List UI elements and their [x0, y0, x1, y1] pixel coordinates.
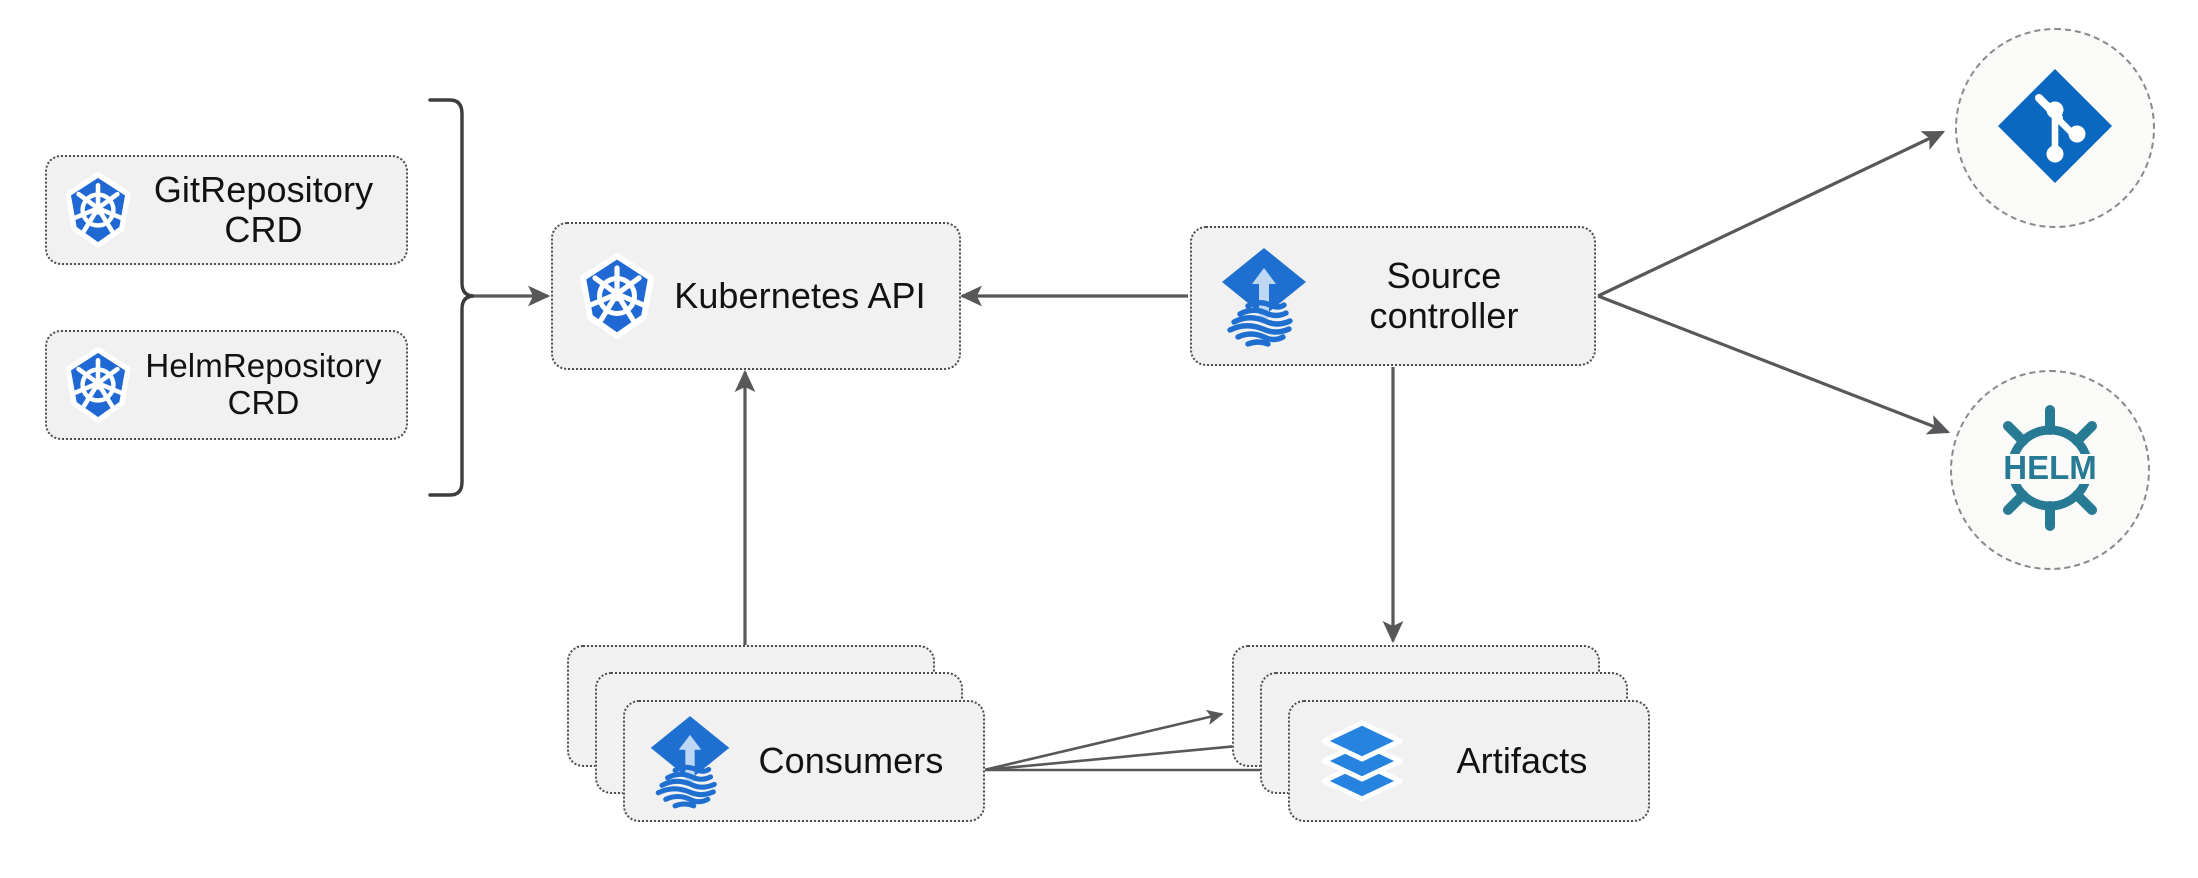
node-helm-source[interactable]: HELM: [1950, 370, 2150, 570]
node-consumers[interactable]: Consumers: [623, 700, 985, 822]
node-git-repository-crd[interactable]: GitRepository CRD: [45, 155, 408, 265]
kubernetes-icon: [61, 346, 135, 424]
node-label: HelmRepository CRD: [145, 347, 382, 421]
helm-wordmark: HELM: [2003, 449, 2097, 486]
node-label: GitRepository CRD: [153, 168, 374, 250]
flux-icon: [647, 710, 733, 812]
node-kubernetes-api[interactable]: Kubernetes API: [551, 222, 961, 370]
crd-group-bracket: [428, 98, 475, 497]
edge-consumers-to-artifacts-1: [983, 709, 1224, 772]
node-label: Consumers: [758, 739, 944, 781]
kubernetes-icon: [575, 252, 659, 340]
node-label: Kubernetes API: [674, 274, 926, 316]
node-label: Artifacts: [1456, 739, 1588, 781]
layers-icon: [1314, 713, 1410, 809]
flux-icon: [1218, 242, 1310, 350]
node-source-controller[interactable]: Source controller: [1190, 226, 1596, 366]
helm-wheel-icon: HELM: [1984, 402, 2116, 539]
edge-source-controller-to-git: [1597, 130, 1946, 298]
node-helm-repository-crd[interactable]: HelmRepository CRD: [45, 330, 408, 440]
kubernetes-icon: [61, 171, 135, 249]
node-label: Source controller: [1369, 254, 1519, 336]
git-icon: [1993, 64, 2117, 193]
node-artifacts[interactable]: Artifacts: [1288, 700, 1650, 822]
node-git-source[interactable]: [1955, 28, 2155, 228]
edge-source-controller-to-helm: [1597, 294, 1951, 435]
